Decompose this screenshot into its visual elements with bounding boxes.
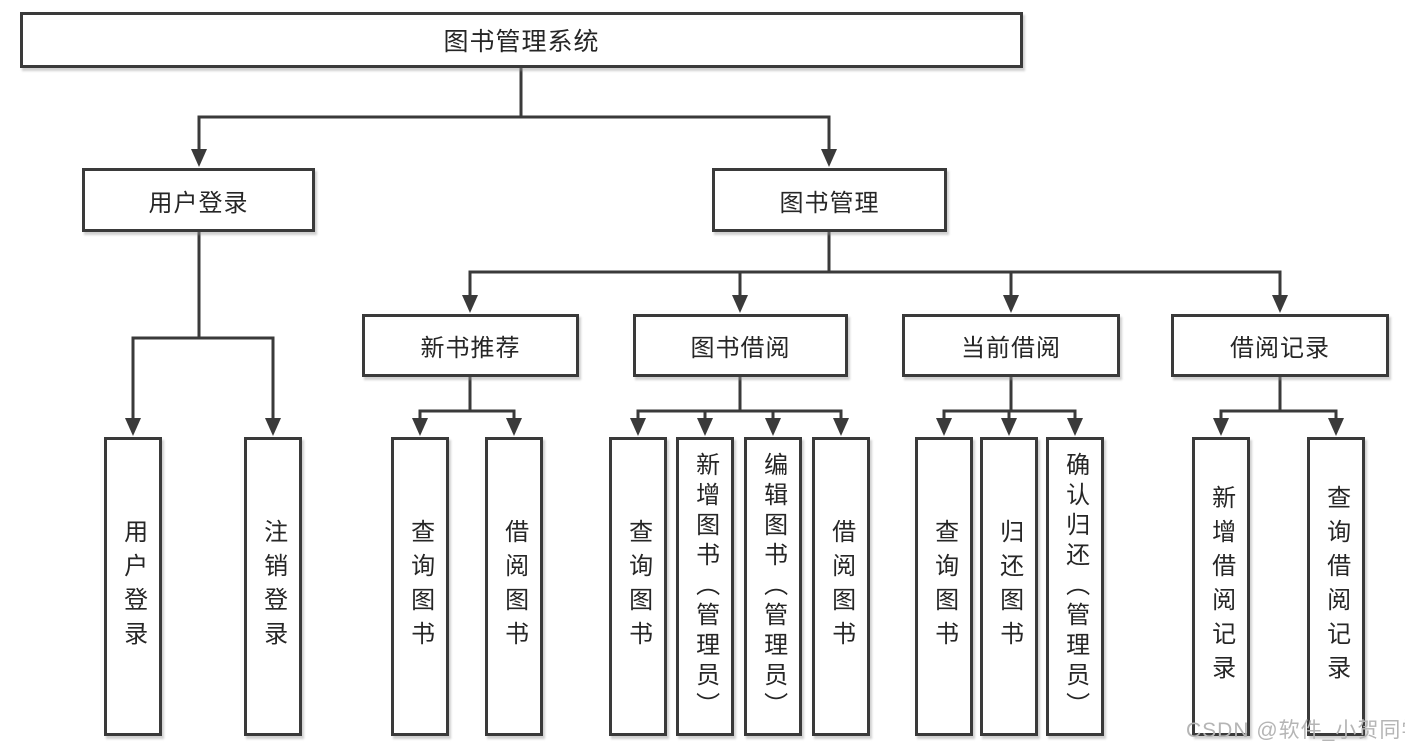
node-label: 图书借阅 <box>690 335 791 362</box>
node-query-books-borrow: 查询图书 <box>609 437 667 736</box>
node-user-login-action: 用户登录 <box>104 437 162 736</box>
node-user-login: 用户登录 <box>82 168 315 232</box>
node-label: 当前借阅 <box>961 335 1061 362</box>
node-label: 借阅图书 <box>827 518 855 655</box>
node-add-borrow-record: 新增借阅记录 <box>1192 437 1250 736</box>
node-label: 借阅记录 <box>1230 335 1330 362</box>
node-label: 用户登录 <box>148 189 249 217</box>
node-label: 用户登录 <box>119 518 147 655</box>
watermark: CSDN @软件_小贺同学 <box>1186 719 1405 742</box>
node-label: 确认归还（管理员） <box>1061 451 1089 722</box>
node-label: 新增借阅记录 <box>1207 484 1235 689</box>
node-label: 借阅图书 <box>500 518 528 655</box>
node-label: 归还图书 <box>995 518 1023 655</box>
node-query-borrow-record: 查询借阅记录 <box>1307 437 1365 736</box>
node-label: 查询借阅记录 <box>1322 484 1350 689</box>
node-label: 图书管理 <box>779 189 880 217</box>
node-book-borrowing: 图书借阅 <box>633 314 848 377</box>
node-confirm-return-admin: 确认归还（管理员） <box>1046 437 1104 736</box>
node-current-borrowing: 当前借阅 <box>902 314 1120 377</box>
node-borrow-books-recommend: 借阅图书 <box>485 437 543 736</box>
node-query-books-current: 查询图书 <box>915 437 973 736</box>
node-library-management-system: 图书管理系统 <box>20 12 1023 68</box>
node-borrowing-records: 借阅记录 <box>1171 314 1389 377</box>
node-return-book: 归还图书 <box>980 437 1038 736</box>
node-new-book-recommendation: 新书推荐 <box>362 314 579 377</box>
arrowheads <box>125 149 1344 436</box>
node-book-management: 图书管理 <box>712 168 947 232</box>
node-label: 查询图书 <box>930 518 958 655</box>
node-query-books-recommend: 查询图书 <box>391 437 449 736</box>
node-edit-book-admin: 编辑图书（管理员） <box>744 437 802 736</box>
node-label: 图书管理系统 <box>443 28 600 56</box>
node-label: 查询图书 <box>624 518 652 655</box>
node-label: 新书推荐 <box>420 335 521 362</box>
node-add-book-admin: 新增图书（管理员） <box>676 437 734 736</box>
node-label: 查询图书 <box>406 518 434 655</box>
node-label: 新增图书（管理员） <box>691 451 719 722</box>
node-label: 注销登录 <box>259 518 287 655</box>
node-borrow-books: 借阅图书 <box>812 437 870 736</box>
node-logout-action: 注销登录 <box>244 437 302 736</box>
node-label: 编辑图书（管理员） <box>759 451 787 722</box>
